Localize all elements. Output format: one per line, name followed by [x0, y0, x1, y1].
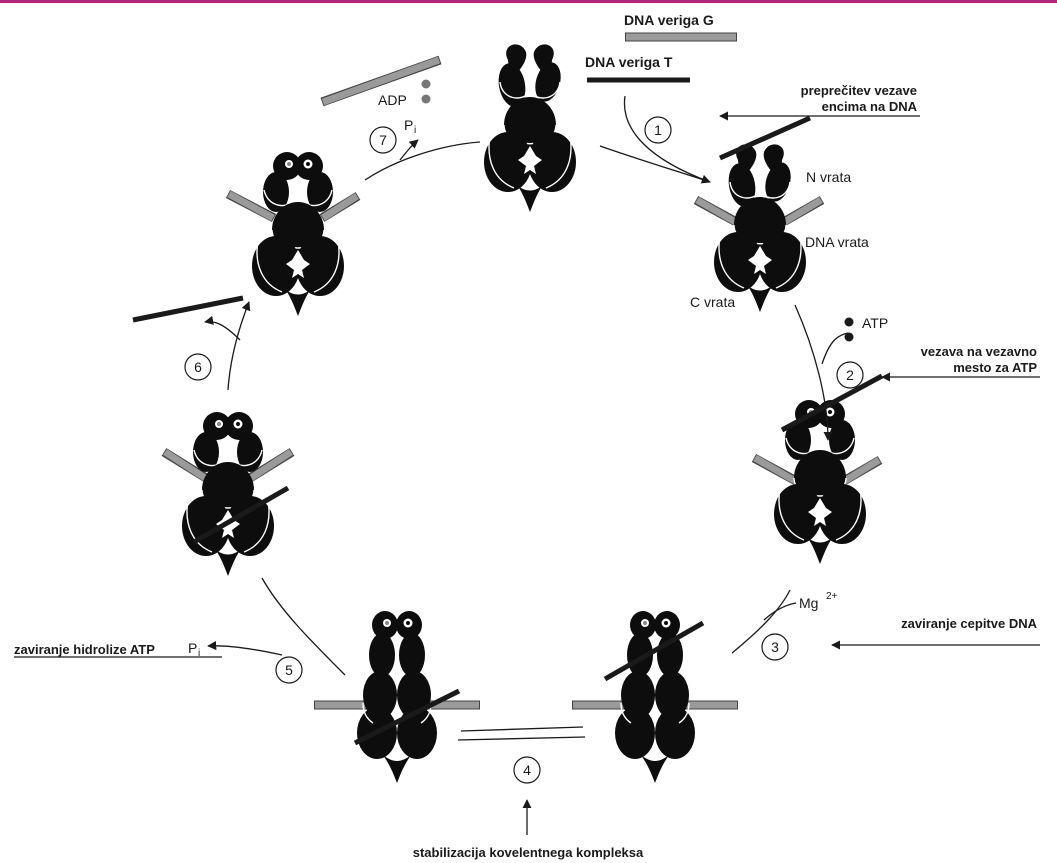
arrow-step1 [599, 145, 711, 183]
released-dna-g [320, 55, 442, 107]
dna-g-legend: DNA veriga G [624, 12, 737, 42]
arrow-pi-out [207, 641, 283, 656]
svg-text:5: 5 [285, 662, 293, 678]
arrow-step7 [364, 141, 481, 181]
arrow-step6 [227, 301, 251, 391]
atp-dot [844, 332, 854, 342]
step-1: 1 [644, 116, 672, 144]
enzyme-state-3 [572, 610, 738, 784]
inhibition-5: zaviranje hidrolize ATP [14, 642, 222, 658]
enzyme-state-5 [161, 411, 295, 577]
inhibition-3: zaviranje cepitve DNA [831, 616, 1040, 650]
pi-left-label: P [188, 640, 197, 656]
enzyme-state-1 [693, 115, 825, 313]
step-5: 5 [275, 656, 303, 684]
dna-t-legend: DNA veriga T [585, 54, 690, 83]
enzyme-state-top [483, 43, 577, 213]
inhibition-1: preprečitev vezave encima na DNA [719, 83, 920, 121]
svg-text:zaviranje hidrolize ATP: zaviranje hidrolize ATP [14, 642, 155, 657]
svg-text:1: 1 [654, 122, 662, 138]
arrow-mg-in [763, 602, 797, 621]
pi-top-label: P [404, 117, 413, 133]
n-gate-label: N vrata [806, 169, 851, 185]
enzyme-state-4 [314, 610, 480, 784]
svg-text:3: 3 [771, 639, 779, 655]
step-3: 3 [761, 633, 789, 661]
svg-text:6: 6 [194, 359, 202, 375]
enzyme-state-6 [225, 151, 361, 317]
arrow-step3 [731, 589, 791, 654]
svg-text:preprečitev vezave: preprečitev vezave [801, 83, 917, 98]
adp-label: ADP [378, 92, 407, 108]
top-accent-bar [0, 0, 1057, 3]
svg-text:zaviranje cepitve DNA: zaviranje cepitve DNA [901, 616, 1037, 631]
mg-superscript: 2+ [826, 591, 838, 602]
c-gate-label: C vrata [690, 294, 735, 310]
adp-dot [421, 94, 431, 104]
dna-gate-label: DNA vrata [805, 234, 869, 250]
inhibition-2: vezava na vezavno mesto za ATP [881, 344, 1040, 382]
atp-label: ATP [862, 315, 888, 331]
svg-text:7: 7 [379, 132, 387, 148]
atp-dot [844, 317, 854, 327]
step-2: 2 [836, 361, 864, 389]
svg-text:stabilizacija kovelentnega kom: stabilizacija kovelentnega kompleksa [413, 845, 644, 860]
step-7: 7 [369, 126, 397, 154]
svg-text:encima na DNA: encima na DNA [822, 99, 918, 114]
svg-text:2: 2 [846, 367, 854, 383]
svg-text:mesto za ATP: mesto za ATP [953, 360, 1037, 375]
adp-dot [421, 79, 431, 89]
pi-top-subscript: i [414, 125, 416, 136]
arrow-binding-t [623, 95, 711, 184]
dna-t-label: DNA veriga T [585, 54, 673, 70]
dna-g-label: DNA veriga G [624, 12, 714, 28]
equilibrium-line [460, 726, 584, 732]
arrow-step2 [794, 304, 833, 441]
equilibrium-line [457, 736, 586, 741]
step-6: 6 [184, 353, 212, 381]
svg-text:vezava na vezavno: vezava na vezavno [921, 344, 1037, 359]
enzyme-state-2 [751, 373, 884, 565]
svg-text:4: 4 [523, 762, 531, 778]
inhibition-4: stabilizacija kovelentnega kompleksa [413, 799, 644, 860]
arrow-t-out [204, 315, 241, 341]
mg-label: Mg [799, 595, 818, 611]
pi-left-subscript: i [198, 648, 200, 659]
arrow-adp-out [399, 139, 419, 161]
released-dna-t [132, 295, 244, 323]
step-4: 4 [513, 756, 541, 784]
arrow-atp-in [821, 332, 849, 365]
arrow-step5 [261, 577, 346, 676]
